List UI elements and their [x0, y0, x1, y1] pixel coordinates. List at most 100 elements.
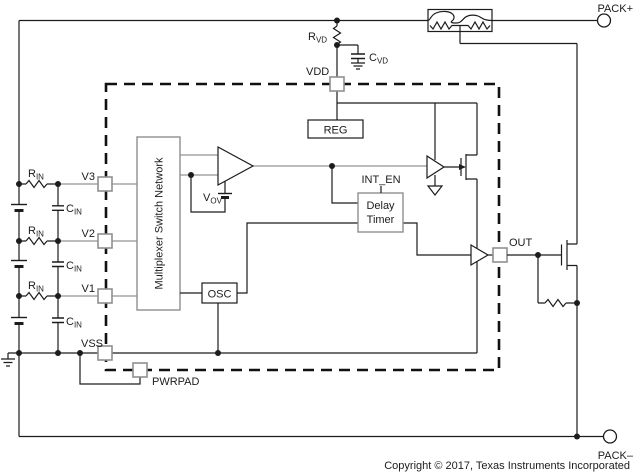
rin-label-sub: IN [36, 173, 44, 182]
vdd-pin [329, 76, 345, 92]
v1-pin-label: V1 [82, 283, 95, 295]
ic-boundary [104, 82, 501, 372]
vov-label-sub: OV [210, 197, 222, 206]
delay-timer-outline [357, 192, 404, 233]
svg-text:CIN: CIN [66, 260, 82, 274]
v2-pin-label: V2 [82, 228, 95, 240]
mux-output-wires [180, 154, 218, 176]
svg-text:RVD: RVD [308, 31, 327, 45]
cin-label: C [66, 203, 74, 215]
cin-capacitor [52, 317, 64, 324]
int-en-label: INT_EN [361, 174, 400, 186]
pack-plus-terminal [596, 13, 612, 28]
cin-label-sub: IN [74, 208, 82, 217]
junction-dot [574, 300, 580, 306]
battery-cells [11, 203, 27, 325]
mosfet-drain-wire [567, 43, 578, 245]
svg-text:RIN: RIN [28, 225, 44, 239]
cin-label: C [66, 260, 74, 272]
cin-capacitor [52, 261, 64, 268]
rin-resistor [19, 236, 58, 246]
osc-output-wire [237, 222, 358, 294]
ground-symbol [1, 353, 15, 367]
rin-label: R [28, 280, 36, 292]
fuse-element [427, 10, 493, 24]
v3-pin-label: V3 [82, 171, 95, 183]
junction-dot [16, 181, 22, 187]
internal-wiring: VOV [180, 91, 478, 353]
comparator-triangle [217, 145, 255, 187]
reg-outline [307, 119, 364, 139]
external-mosfet-circuit [507, 43, 580, 440]
pack-minus-label: PACK– [598, 450, 634, 462]
cin-capacitor [52, 205, 64, 211]
vdd-internal-rail [336, 91, 478, 155]
junction-dot [16, 293, 22, 299]
internal-mosfet-arrow [459, 164, 466, 170]
junction-dot [55, 350, 61, 356]
pwrpad-return-wire [79, 353, 141, 385]
svg-text:RIN: RIN [28, 168, 44, 182]
rvd-resistor [332, 20, 342, 77]
svg-text:RIN: RIN [28, 280, 44, 294]
out-pin-label: OUT [509, 237, 533, 249]
osc-label: OSC [208, 289, 232, 301]
reg-block: REG [307, 119, 364, 139]
ic-pins: VDD V3 V2 V1 VSS PWRPAD OUT [81, 66, 533, 388]
fuse-heater-resistors [429, 20, 491, 31]
rin-label: R [28, 168, 36, 180]
out-driver [470, 243, 493, 267]
vss-pin [97, 345, 113, 361]
vdd-supply-filter: RVD CVD [308, 17, 388, 77]
cin-label: C [66, 316, 74, 328]
delay-timer-input-wire [331, 166, 358, 204]
delay-timer-output-wire [403, 222, 471, 256]
rin-label-sub: IN [36, 285, 44, 294]
pack-plus-label: PACK+ [597, 3, 633, 15]
svg-text:VOV: VOV [203, 192, 223, 206]
rin-resistor [19, 179, 58, 189]
cvd-label-sub: VD [377, 57, 388, 66]
delay-timer-label-line1: Delay [366, 200, 395, 212]
pwrpad-pin-label: PWRPAD [152, 376, 200, 388]
rvd-label: R [308, 31, 316, 43]
gate-source-resistor [537, 255, 577, 308]
cin-label-sub: IN [74, 321, 82, 330]
svg-text:CIN: CIN [66, 203, 82, 217]
vss-pin-label: VSS [81, 338, 103, 350]
pack-minus-terminal [602, 429, 618, 444]
svg-text:CIN: CIN [66, 316, 82, 330]
vov-reference-loop [190, 175, 226, 213]
v1-pin [97, 288, 113, 304]
osc-block: OSC [180, 282, 238, 304]
vov-label: V [203, 192, 211, 204]
junction-dot [16, 238, 22, 244]
delay-timer-block: Delay Timer INT_EN [357, 174, 404, 233]
fuse-heater-tap-wire [459, 25, 577, 45]
pwrpad-pin [132, 362, 148, 378]
svg-text:CVD: CVD [369, 52, 388, 66]
cvd-label: C [369, 52, 377, 64]
cvd-capacitor [351, 53, 365, 60]
copyright-text: Copyright © 2017, Texas Instruments Inco… [384, 460, 630, 472]
reg-label: REG [324, 125, 348, 137]
rvd-label-sub: VD [316, 36, 327, 45]
vdd-pin-label: VDD [306, 66, 329, 78]
rin-resistor [19, 291, 58, 301]
gate-buffer-triangle [426, 154, 446, 180]
v3-pin [97, 176, 113, 192]
buffer-ground-symbol [426, 185, 444, 196]
pack-rails [18, 19, 604, 438]
internal-mosfet-taps [466, 154, 477, 180]
cin-label-sub: IN [74, 265, 82, 274]
v3-input-network: RIN CIN [16, 168, 137, 241]
pack-terminals: PACK+ PACK– [596, 3, 634, 462]
junction-dot [16, 350, 22, 356]
v2-pin [97, 233, 113, 249]
v1-input-network: RIN CIN [16, 280, 137, 353]
mux-block: Multiplexer Switch Network [136, 136, 181, 311]
vss-rail [1, 350, 477, 385]
out-pin [492, 247, 508, 263]
